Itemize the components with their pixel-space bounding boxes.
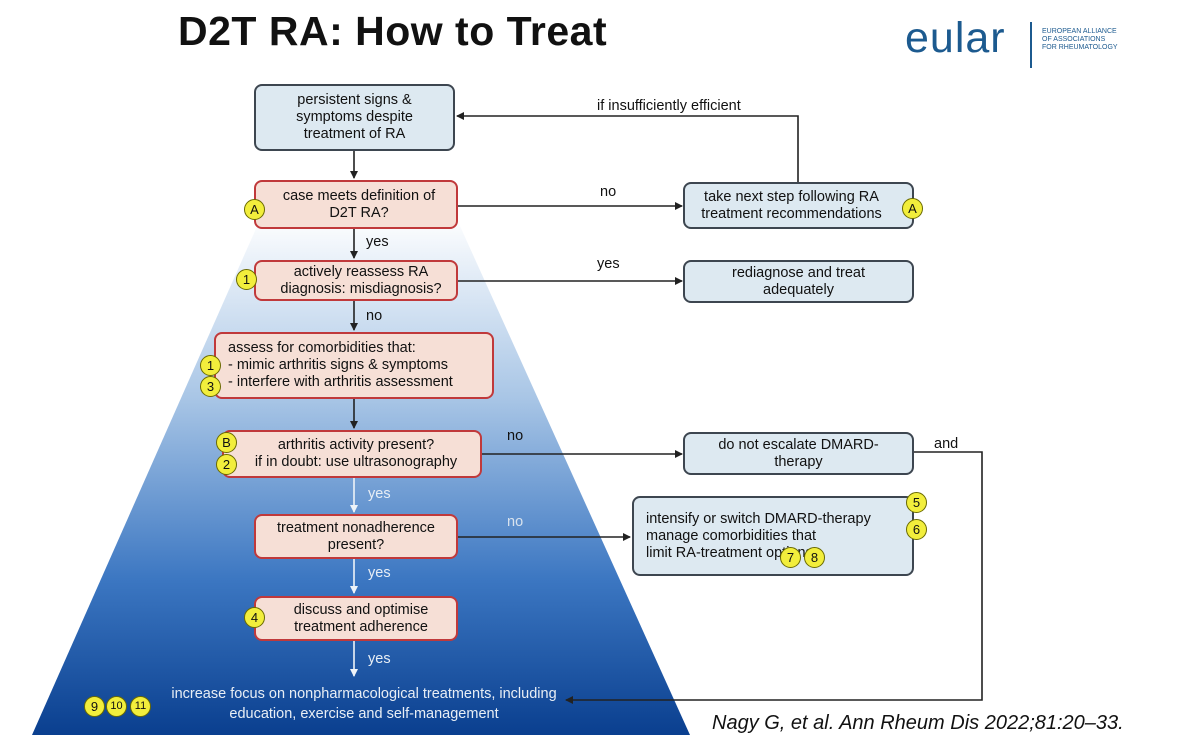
badge-2: 2 xyxy=(216,454,237,475)
logo-tagline-line: OF ASSOCIATIONS xyxy=(1042,36,1106,43)
badge-10: 10 xyxy=(106,696,127,717)
next-step-box: take next step following RA treatment re… xyxy=(683,182,914,229)
start-box: persistent signs & symptoms despite trea… xyxy=(254,84,455,151)
badge-6: 6 xyxy=(906,519,927,540)
logo-tagline-line: EUROPEAN ALLIANCE xyxy=(1042,28,1117,35)
label-no: no xyxy=(366,308,383,324)
rediagnose-box-text: rediagnose and treat adequately xyxy=(731,264,865,298)
badge-a: A xyxy=(244,199,265,220)
comorbidities-box: assess for comorbidities that: - mimic a… xyxy=(214,332,494,399)
label-yes: yes xyxy=(368,651,391,667)
label-no: no xyxy=(507,514,524,530)
eular-logo: eular EUROPEAN ALLIANCE OF ASSOCIATIONS … xyxy=(905,14,1185,68)
logo-tagline: EUROPEAN ALLIANCE OF ASSOCIATIONS FOR RH… xyxy=(1042,28,1118,52)
logo-tagline-line: FOR RHEUMATOLOGY xyxy=(1042,44,1118,51)
logo-divider xyxy=(1030,22,1032,68)
label-no: no xyxy=(507,428,524,444)
label-insufficient: if insufficiently efficient xyxy=(597,98,741,114)
badge-1: 1 xyxy=(200,355,221,376)
badge-9: 9 xyxy=(84,696,105,717)
label-and: and xyxy=(934,436,959,452)
nonadherence-box: treatment nonadherence present? xyxy=(254,514,458,559)
no-escalate-box-text: do not escalate DMARD-therapy xyxy=(718,436,879,470)
next-step-box-text: take next step following RA treatment re… xyxy=(701,188,882,222)
label-yes: yes xyxy=(368,565,391,581)
reassess-box-text: actively reassess RA diagnosis: misdiagn… xyxy=(280,263,442,297)
badge-11: 11 xyxy=(130,696,151,717)
badge-a: A xyxy=(902,198,923,219)
intensify-line-2: manage comorbidities that limit RA-treat… xyxy=(646,527,817,561)
definition-box: case meets definition of D2T RA? xyxy=(254,180,458,229)
start-box-text: persistent signs & symptoms despite trea… xyxy=(296,92,413,142)
label-yes: yes xyxy=(366,234,389,250)
final-step-text: increase focus on nonpharmacological tre… xyxy=(171,686,557,722)
intensify-box: intensify or switch DMARD-therapy manage… xyxy=(632,496,914,576)
nonadherence-box-text: treatment nonadherence present? xyxy=(277,519,435,553)
discuss-box-text: discuss and optimise treatment adherence xyxy=(293,601,429,635)
badge-8: 8 xyxy=(804,547,825,568)
label-yes: yes xyxy=(597,256,620,272)
activity-box: arthritis activity present? if in doubt:… xyxy=(222,430,482,478)
no-escalate-box: do not escalate DMARD-therapy xyxy=(683,432,914,475)
badge-5: 5 xyxy=(906,492,927,513)
label-yes: yes xyxy=(368,486,391,502)
badge-1: 1 xyxy=(236,269,257,290)
label-no: no xyxy=(600,184,617,200)
arrow-and-connector xyxy=(565,451,983,704)
definition-box-text: case meets definition of D2T RA? xyxy=(282,187,436,221)
rediagnose-box: rediagnose and treat adequately xyxy=(683,260,914,303)
page-title: D2T RA: How to Treat xyxy=(178,8,608,54)
logo-wordmark: eular xyxy=(905,14,1006,62)
citation: Nagy G, et al. Ann Rheum Dis 2022;81:20–… xyxy=(712,712,1124,734)
discuss-box: discuss and optimise treatment adherence xyxy=(254,596,458,641)
activity-line-2: if in doubt: use ultrasonography xyxy=(254,454,458,470)
intensify-line-1: intensify or switch DMARD-therapy xyxy=(646,510,871,527)
badge-4: 4 xyxy=(244,607,265,628)
badge-7: 7 xyxy=(780,547,801,568)
reassess-box: actively reassess RA diagnosis: misdiagn… xyxy=(254,260,458,301)
activity-line-1: arthritis activity present? xyxy=(277,437,435,453)
comorbid-line-1: assess for comorbidities that: xyxy=(228,340,416,356)
badge-3: 3 xyxy=(200,376,221,397)
badge-b: B xyxy=(216,432,237,453)
comorbid-line-2: - mimic arthritis signs & symptoms xyxy=(228,357,448,373)
arrow-insufficient-loop xyxy=(456,112,799,182)
comorbid-line-3: - interfere with arthritis assessment xyxy=(228,374,453,390)
